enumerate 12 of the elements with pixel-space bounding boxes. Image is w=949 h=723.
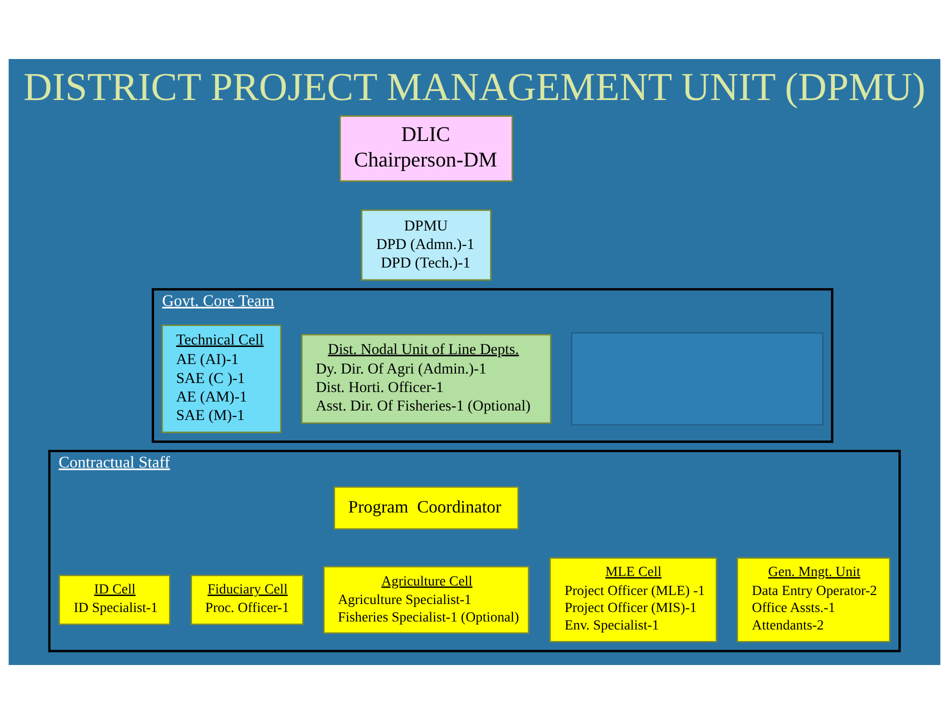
diagram-title: DISTRICT PROJECT MANAGEMENT UNIT (DPMU) [24,64,926,108]
node-box: Program Coordinator [334,486,519,530]
node-box: Agriculture Cell Agriculture Specialist-1 Fisheries Specialist-1 (Optional) [323,566,530,634]
node-box: MLE Cell Project Officer (MLE) -1 Project Officer (MIS)-1 Env. Specialist-1 [549,556,718,642]
node-box [570,332,824,425]
node-box: ID Cell ID Specialist-1 [58,574,170,624]
node-box: DPMU DPD (Admn.)-1 DPD (Tech.)-1 [360,209,492,280]
node-box: Technical Cell AE (AI)-1 SAE (C )-1 AE (AM)-1 SAE (M)-1 [162,324,282,433]
node-box: Fiduciary Cell Proc. Officer-1 [190,574,304,624]
node-box: Dist. Nodal Unit of Line Depts. Dy. Dir. Of Agri (Admin.)-1 Dist. Horti. Officer-1 Asst. Dir. Of Fisheries-1 (Optional) [301,333,552,424]
node-box: DLIC Chairperson-DM [339,114,513,182]
node-box: Gen. Mngt. Unit Data Entry Operator-2 Office Assts.-1 Attendants-2 [736,556,890,642]
